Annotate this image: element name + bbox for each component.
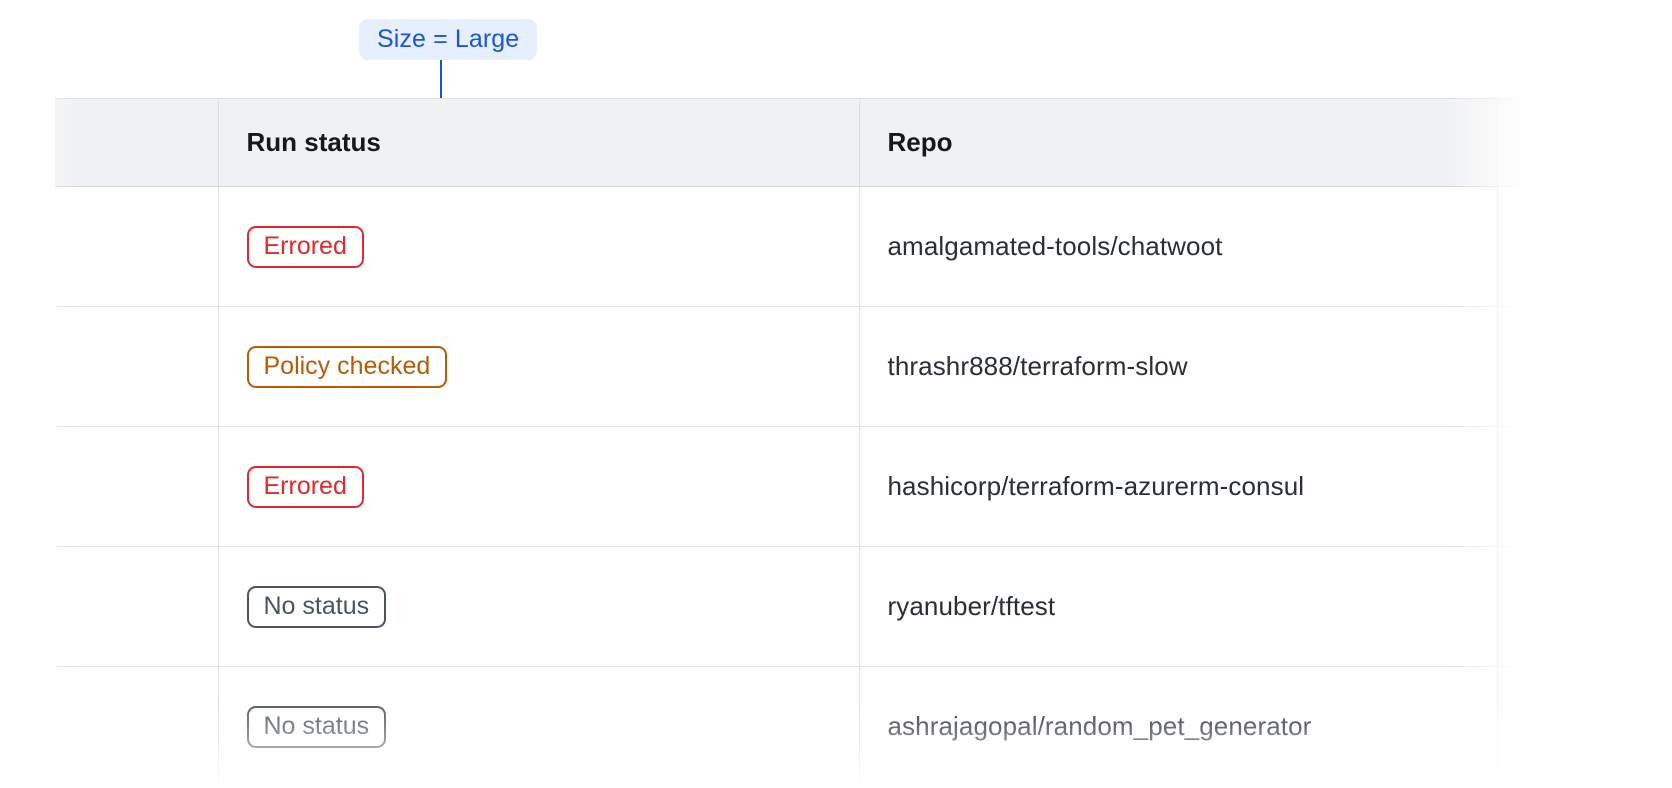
row-spacer-cell <box>55 546 218 667</box>
cell-run-status: No status <box>217 546 859 667</box>
table-header: Run status Repo <box>55 98 1555 187</box>
cell-run-status: Policy checked <box>217 306 859 427</box>
row-spacer-cell <box>55 186 218 307</box>
cell-repo: amalgamated-tools/chatwoot <box>858 186 1497 307</box>
cell-run-status: Errored <box>217 426 859 547</box>
table-header-row: Run status Repo <box>55 98 1555 187</box>
column-header-run-status[interactable]: Run status <box>217 98 859 187</box>
annotation-label-pill: Size = Large <box>359 19 538 60</box>
status-badge[interactable]: Errored <box>246 465 364 508</box>
column-header-tail <box>1496 98 1555 187</box>
cell-repo: ryanuber/tftest <box>858 546 1497 667</box>
repo-name[interactable]: thrashr888/terraform-slow <box>887 351 1188 381</box>
status-badge[interactable]: No status <box>246 585 387 628</box>
repo-name[interactable]: amalgamated-tools/chatwoot <box>887 231 1223 261</box>
table-row[interactable]: Errored hashicorp/terraform-azurerm-consu… <box>55 426 1555 547</box>
row-spacer-cell <box>55 426 218 547</box>
row-tail-cell <box>1496 666 1555 787</box>
repo-name[interactable]: ashrajagopal/random_pet_generator <box>887 711 1312 741</box>
cell-repo: ashrajagopal/random_pet_generator <box>858 666 1497 787</box>
status-badge[interactable]: Errored <box>246 225 364 268</box>
row-spacer-cell <box>55 666 218 787</box>
column-header-repo[interactable]: Repo <box>858 98 1497 187</box>
table-row[interactable]: No status ryanuber/tftest <box>55 546 1555 667</box>
row-tail-cell <box>1496 546 1555 667</box>
repo-name[interactable]: ryanuber/tftest <box>887 591 1056 621</box>
table-row[interactable]: No status ashrajagopal/random_pet_generat… <box>55 666 1555 787</box>
runs-table-viewport[interactable]: Run status Repo Errored amalgamated-tools… <box>0 98 1672 788</box>
table-row[interactable]: Errored amalgamated-tools/chatwoot <box>55 186 1555 307</box>
column-header-spacer <box>55 98 218 187</box>
row-tail-cell <box>1496 186 1555 307</box>
table-row[interactable]: Policy checked thrashr888/terraform-slow <box>55 306 1555 427</box>
runs-table: Run status Repo Errored amalgamated-tools… <box>55 98 1555 787</box>
cell-repo: hashicorp/terraform-azurerm-consul <box>858 426 1497 547</box>
row-spacer-cell <box>55 306 218 427</box>
repo-name[interactable]: hashicorp/terraform-azurerm-consul <box>887 471 1305 501</box>
cell-run-status: Errored <box>217 186 859 307</box>
row-tail-cell <box>1496 426 1555 547</box>
cell-run-status: No status <box>217 666 859 787</box>
row-tail-cell <box>1496 306 1555 427</box>
status-badge[interactable]: No status <box>246 705 387 748</box>
cell-repo: thrashr888/terraform-slow <box>858 306 1497 427</box>
status-badge[interactable]: Policy checked <box>246 345 448 388</box>
